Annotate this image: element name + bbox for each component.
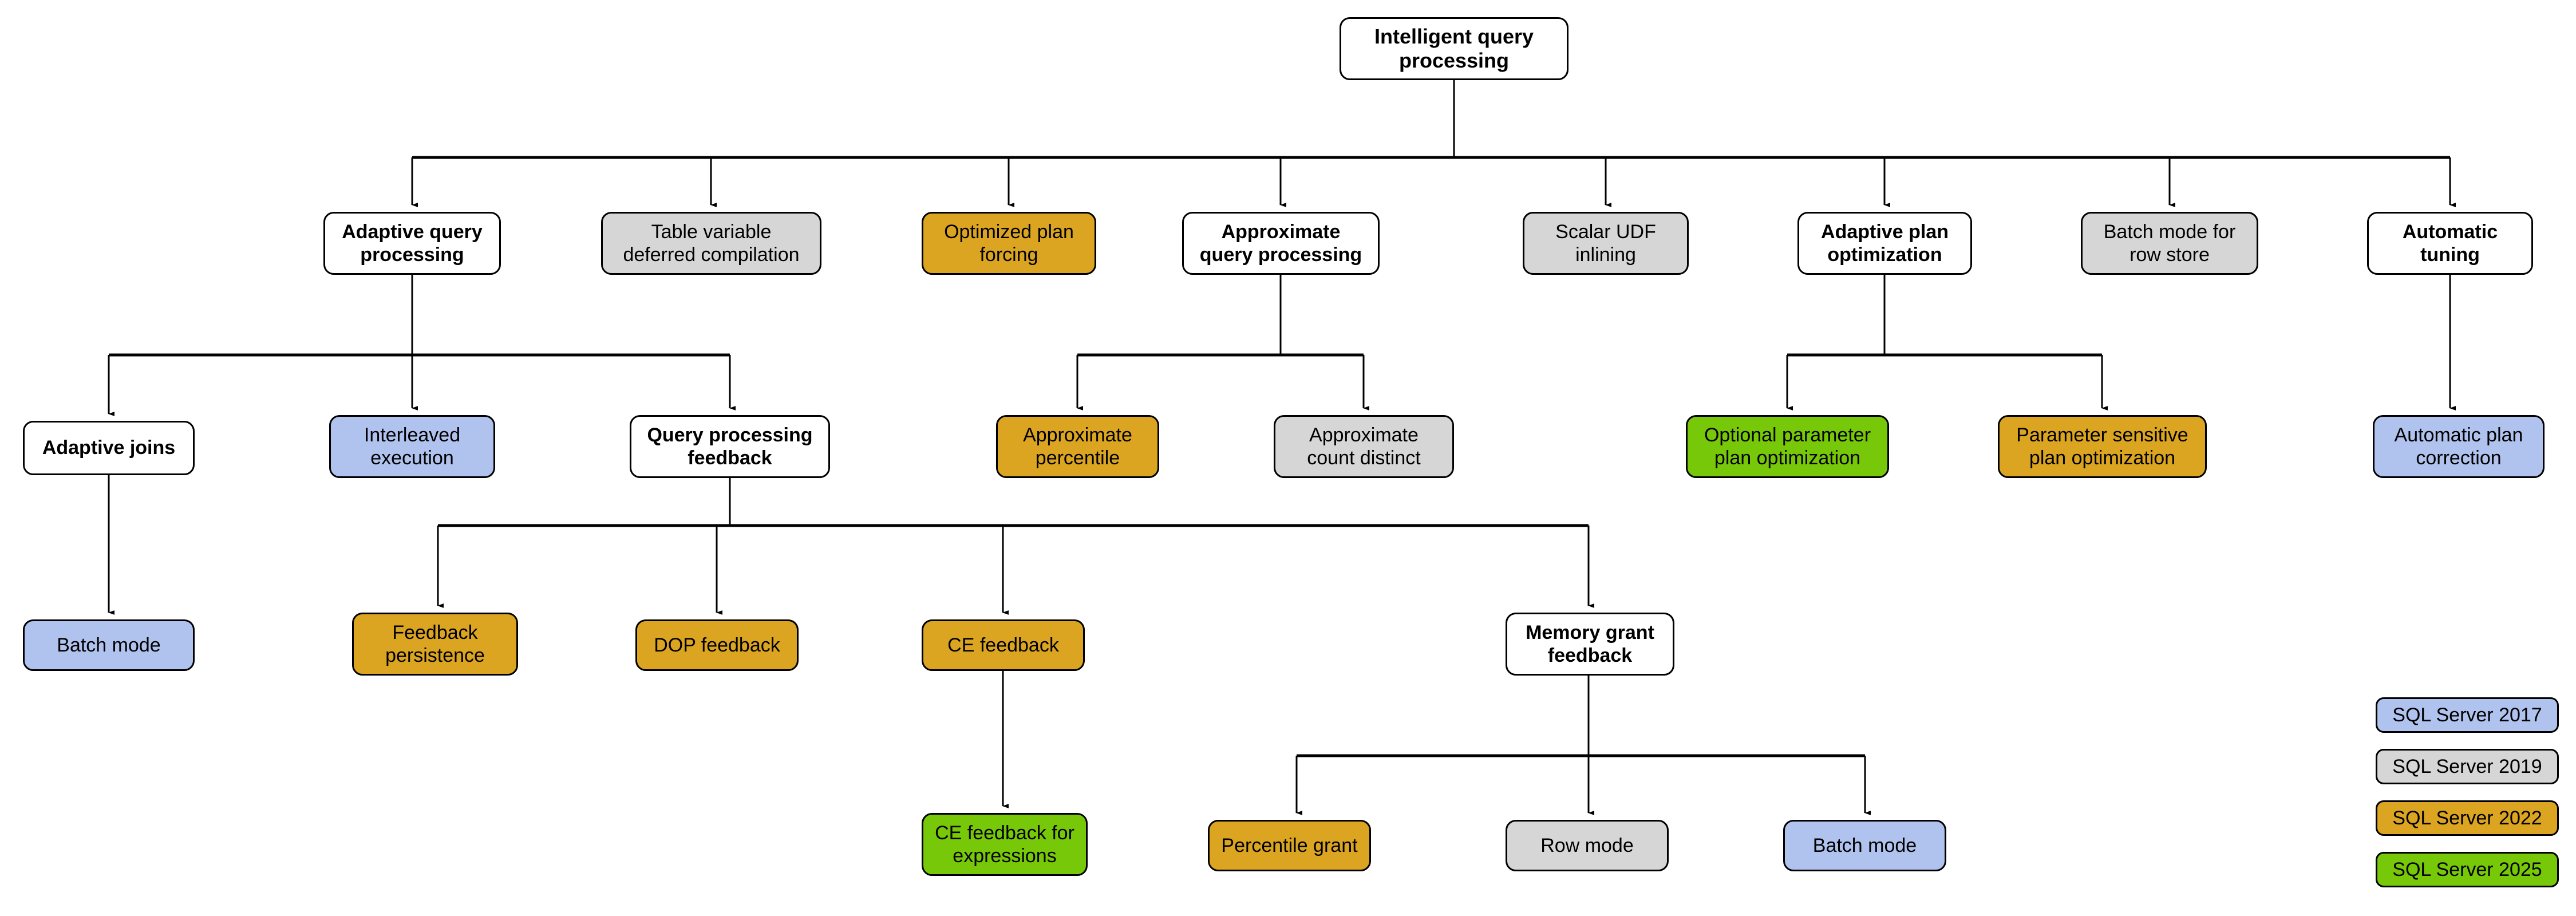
node-row-mode[interactable]: Row mode bbox=[1506, 820, 1669, 871]
node-label: DOP feedback bbox=[654, 634, 780, 656]
node-label: Batch mode bbox=[1812, 834, 1917, 856]
node-percentile-grant[interactable]: Percentile grant bbox=[1208, 820, 1371, 871]
node-label: Batch mode bbox=[57, 634, 161, 656]
node-adaptive-joins[interactable]: Adaptive joins bbox=[23, 421, 195, 475]
legend-item-legend-2019[interactable]: SQL Server 2019 bbox=[2376, 749, 2559, 784]
legend-item-legend-2022[interactable]: SQL Server 2022 bbox=[2376, 800, 2559, 836]
node-batch-mode-aj[interactable]: Batch mode bbox=[23, 619, 195, 671]
node-batch-mode-mgf[interactable]: Batch mode bbox=[1783, 820, 1946, 871]
legend-item-legend-2025[interactable]: SQL Server 2025 bbox=[2376, 852, 2559, 887]
node-label: Adaptive joins bbox=[42, 437, 176, 459]
node-dop-feedback[interactable]: DOP feedback bbox=[635, 619, 799, 671]
node-label: Row mode bbox=[1540, 834, 1634, 856]
node-ce-feedback[interactable]: CE feedback bbox=[922, 619, 1085, 671]
legend-item-legend-2017[interactable]: SQL Server 2017 bbox=[2376, 697, 2559, 733]
node-label: Percentile grant bbox=[1221, 834, 1358, 856]
node-label: CE feedback bbox=[947, 634, 1059, 656]
